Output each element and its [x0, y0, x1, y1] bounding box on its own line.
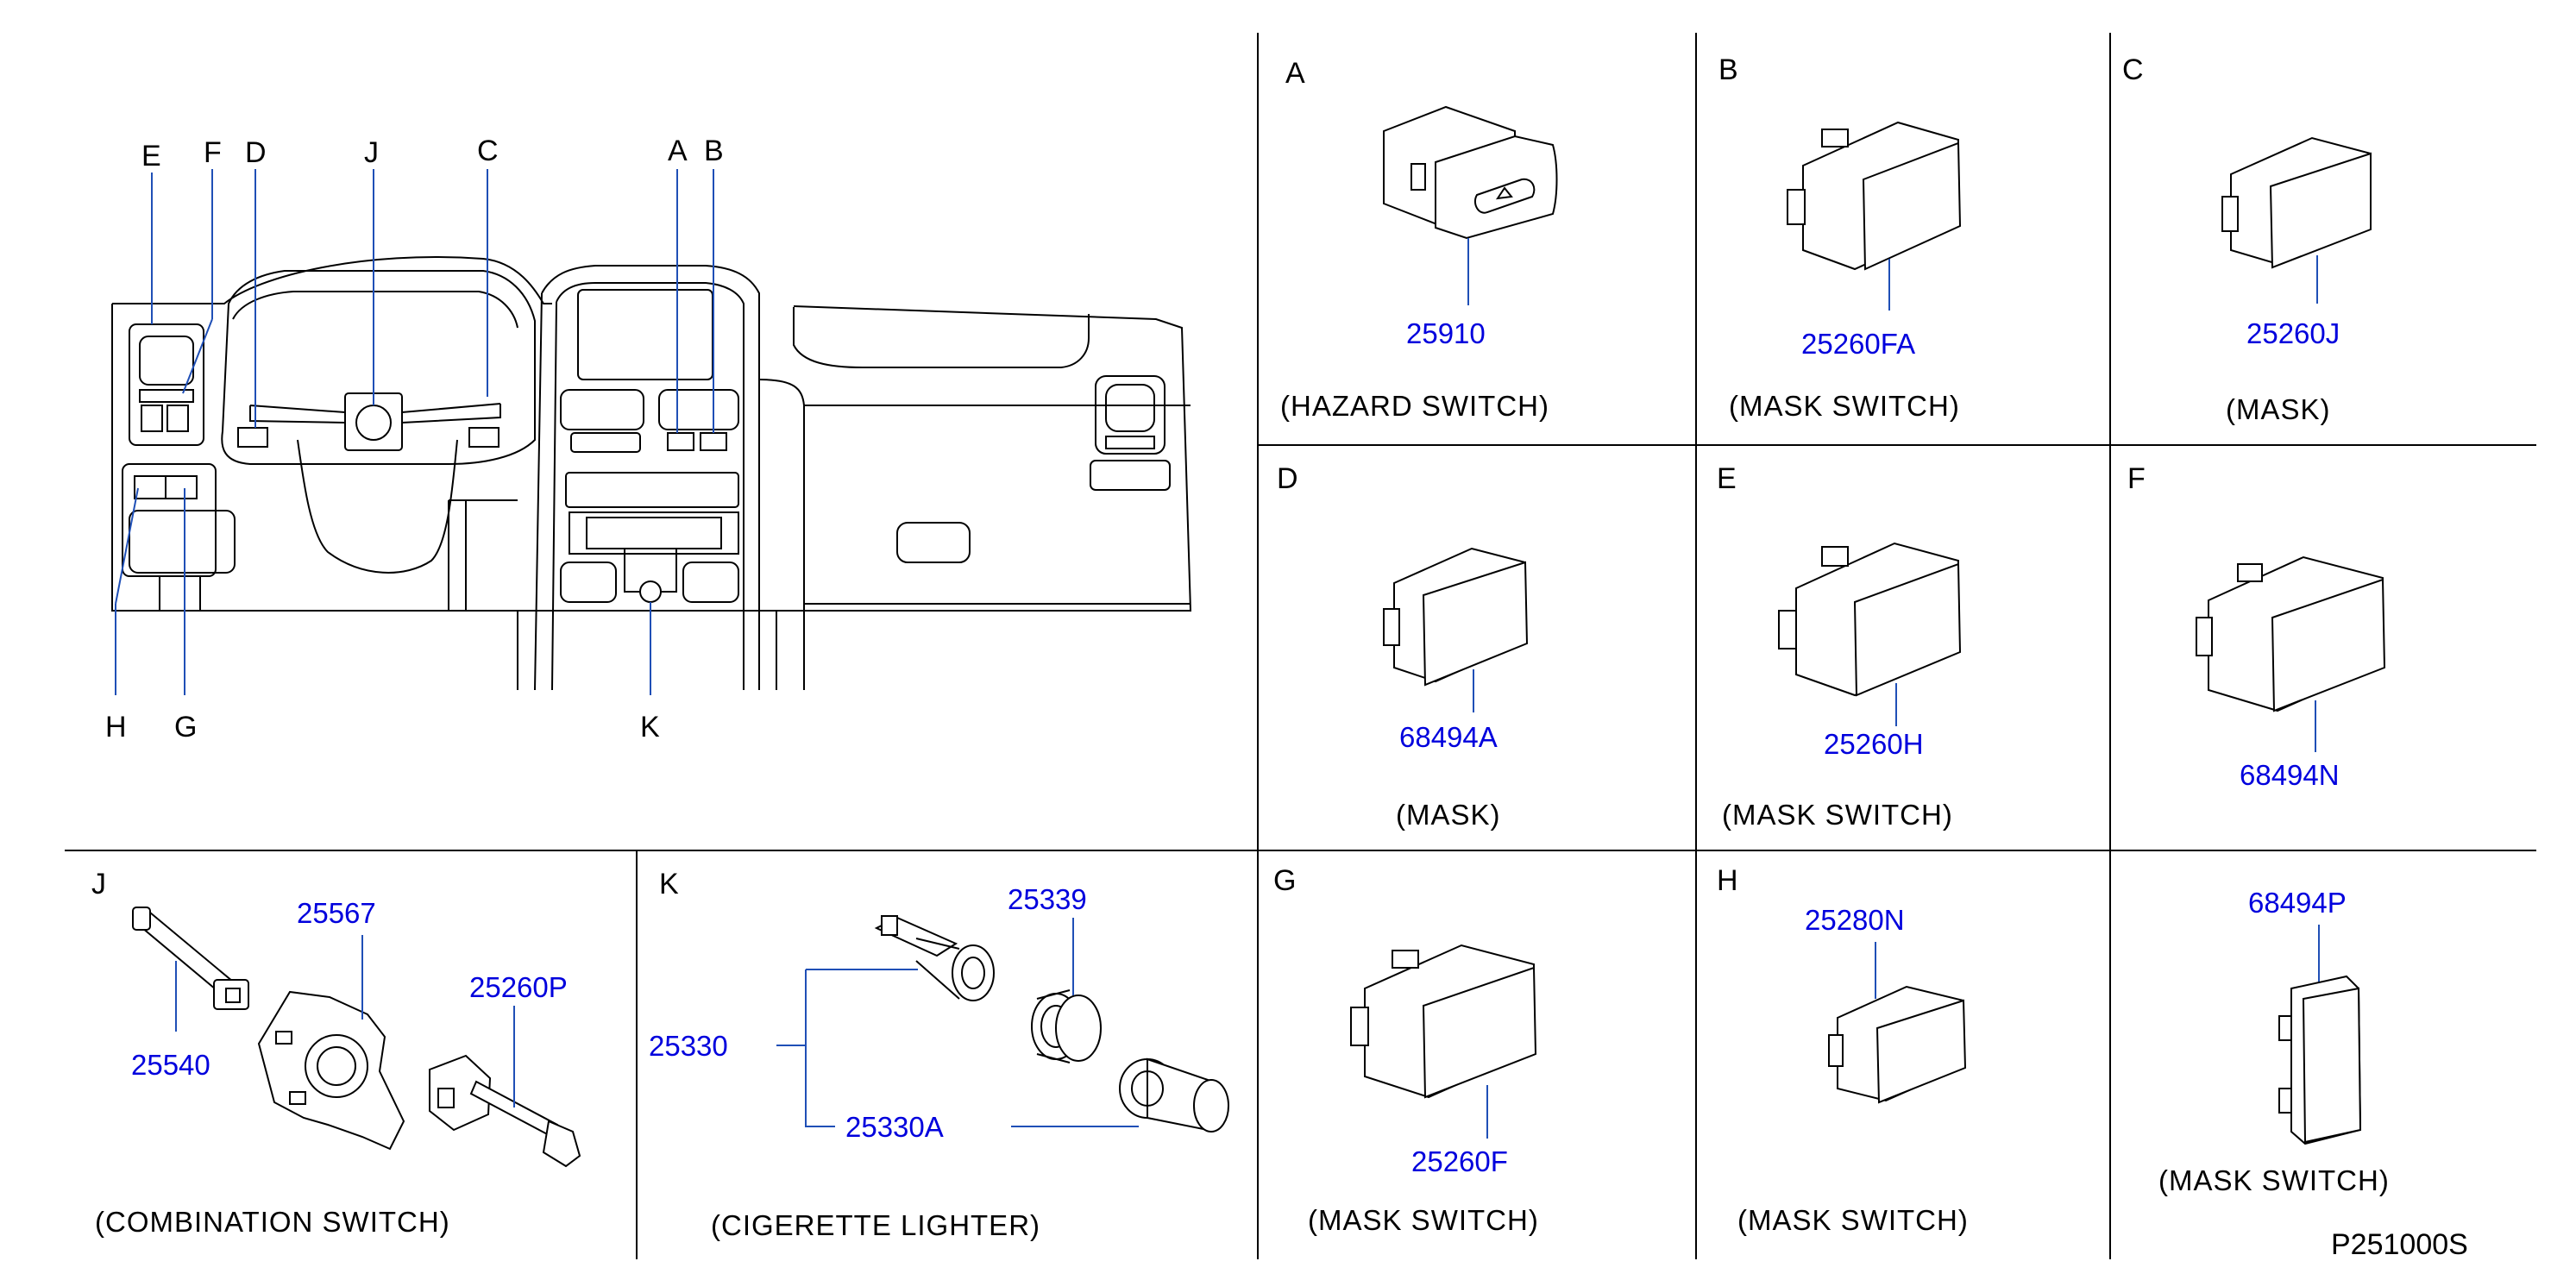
cell-h-caption: (MASK SWITCH)	[1737, 1204, 1969, 1236]
overview-label-j: J	[364, 136, 379, 169]
cell-p: 68494P (MASK SWITCH)	[2158, 887, 2390, 1196]
cell-h-part-number: 25280N	[1805, 904, 1905, 936]
lighter-part-25330: 25330	[649, 1030, 728, 1062]
hazard-switch-drawing	[1383, 105, 1558, 240]
mask-switch-p-drawing	[2278, 975, 2362, 1145]
cell-f-part-number: 68494N	[2240, 759, 2340, 791]
cell-g-caption: (MASK SWITCH)	[1308, 1204, 1539, 1236]
overview-label-b: B	[704, 135, 724, 167]
mask-switch-b-drawing	[1787, 121, 1962, 271]
lighter-letter: K	[659, 868, 679, 900]
cell-g: G 25260F (MASK SWITCH)	[1273, 864, 1539, 1236]
combination-caption: (COMBINATION SWITCH)	[95, 1206, 450, 1238]
cell-p-caption: (MASK SWITCH)	[2158, 1164, 2390, 1196]
mask-f-drawing	[2196, 555, 2386, 712]
cell-c: C 25260J (MASK)	[2122, 53, 2372, 425]
combination-switch-section: J 25567 25540 25260P (COMBINATION SWITCH…	[91, 868, 581, 1238]
cell-d-letter: D	[1277, 462, 1298, 495]
diagram-code: P251000S	[2331, 1228, 2468, 1261]
cell-a-part-number: 25910	[1406, 317, 1486, 349]
lighter-drawing	[874, 915, 1229, 1133]
combination-part-25540: 25540	[131, 1049, 210, 1081]
cell-e-caption: (MASK SWITCH)	[1722, 799, 1953, 831]
cell-c-letter: C	[2122, 53, 2144, 86]
mask-switch-e-drawing	[1778, 542, 1962, 697]
cell-b: B 25260FA (MASK SWITCH)	[1718, 53, 1962, 422]
cell-b-letter: B	[1718, 53, 1738, 86]
cell-a: A 25910 (HAZARD SWITCH)	[1280, 57, 1558, 422]
lighter-section: K 25339 25330 25330A (CIGERETTE LIGHTER)	[649, 868, 1229, 1241]
cell-e: E 25260H (MASK SWITCH)	[1717, 462, 1962, 831]
cell-h-letter: H	[1717, 864, 1738, 897]
cell-c-part-number: 25260J	[2246, 317, 2340, 349]
mask-switch-g-drawing	[1350, 944, 1537, 1099]
overview-label-g: G	[174, 711, 197, 744]
cell-b-part-number: 25260FA	[1801, 328, 1915, 360]
lighter-caption: (CIGERETTE LIGHTER)	[711, 1209, 1040, 1241]
cell-a-letter: A	[1285, 57, 1305, 90]
cell-d: D 68494A (MASK)	[1277, 462, 1529, 831]
cell-p-part-number: 68494P	[2248, 887, 2347, 919]
cell-a-caption: (HAZARD SWITCH)	[1280, 390, 1549, 422]
cell-b-caption: (MASK SWITCH)	[1729, 390, 1960, 422]
cell-c-caption: (MASK)	[2226, 393, 2331, 425]
lighter-part-25339: 25339	[1008, 883, 1087, 915]
combination-part-25567: 25567	[297, 897, 376, 929]
cell-f: F 68494N	[2127, 462, 2386, 791]
dashboard-overview: E F D J C A B H G K	[105, 135, 1192, 744]
cell-e-part-number: 25260H	[1824, 728, 1924, 760]
combination-letter: J	[91, 868, 106, 900]
mask-switch-h-drawing	[1828, 985, 1967, 1104]
mask-d-drawing	[1383, 547, 1529, 687]
cell-e-letter: E	[1717, 462, 1737, 495]
combination-part-25260p: 25260P	[469, 971, 568, 1003]
overview-label-f: F	[204, 136, 222, 169]
cell-d-part-number: 68494A	[1399, 721, 1498, 753]
cell-h: H 25280N (MASK SWITCH)	[1717, 864, 1969, 1236]
grid-lines	[65, 33, 2536, 1259]
cell-d-caption: (MASK)	[1396, 799, 1501, 831]
mask-c-drawing	[2221, 136, 2372, 269]
combination-switch-drawing	[132, 907, 581, 1168]
overview-label-k: K	[640, 711, 660, 744]
overview-label-e: E	[141, 140, 161, 173]
lighter-part-25330a: 25330A	[845, 1111, 944, 1143]
overview-label-d: D	[245, 136, 267, 169]
cell-f-letter: F	[2127, 462, 2146, 495]
cell-g-part-number: 25260F	[1411, 1145, 1508, 1177]
overview-label-c: C	[477, 135, 499, 167]
overview-label-a: A	[668, 135, 688, 167]
cell-g-letter: G	[1273, 864, 1296, 897]
overview-label-h: H	[105, 711, 127, 744]
